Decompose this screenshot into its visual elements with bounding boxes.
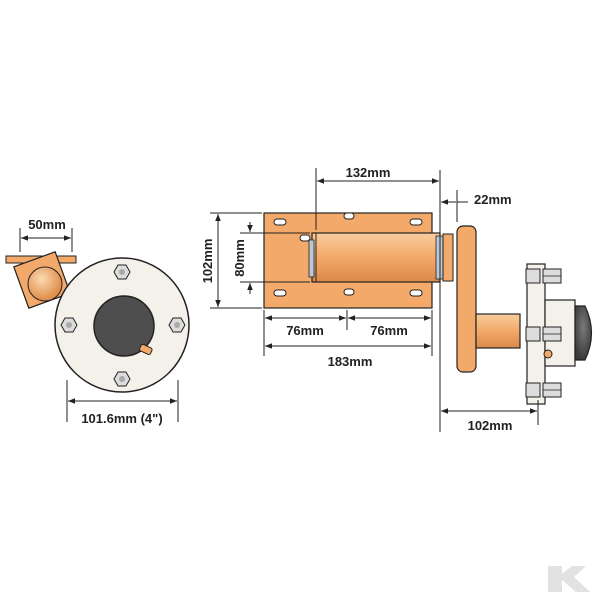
- side-nut: [542, 326, 562, 342]
- mounting-slot: [409, 289, 423, 297]
- mounting-slot: [343, 288, 355, 296]
- side-nut: [542, 268, 562, 284]
- hub-center: [93, 295, 155, 357]
- dim-80-label: 80mm: [232, 239, 247, 277]
- dim-132-label: 132mm: [346, 165, 391, 180]
- dim-102-horizontal-label: 102mm: [468, 418, 513, 433]
- brand-logo: [548, 566, 590, 592]
- grease-nipple: [139, 343, 153, 356]
- front-bracket-ball: [27, 266, 63, 302]
- side-grease-nipple: [543, 349, 553, 359]
- tube-collar: [442, 233, 454, 282]
- mounting-slot: [273, 218, 287, 226]
- side-view: 132mm 22mm 102mm 80mm 76mm 76mm 183mm 10…: [200, 165, 593, 433]
- dust-cap: [574, 305, 593, 361]
- dim-101-label: 101.6mm (4"): [81, 411, 162, 426]
- wheel-nut-left: [60, 317, 78, 333]
- axle-tube: [311, 232, 441, 283]
- mounting-slot: [409, 218, 423, 226]
- front-view: 50mm 101.6mm (4"): [5, 217, 190, 426]
- wheel-nut-right: [168, 317, 186, 333]
- tube-end-ring-left: [308, 239, 315, 278]
- stub-shaft: [475, 313, 521, 349]
- dim-22-label: 22mm: [474, 192, 512, 207]
- mounting-slot: [343, 212, 355, 220]
- side-nut: [525, 382, 541, 398]
- mounting-slot: [273, 289, 287, 297]
- dim-102-vertical-label: 102mm: [200, 239, 215, 284]
- side-nut: [525, 326, 541, 342]
- side-nut: [542, 382, 562, 398]
- side-nut: [525, 268, 541, 284]
- wheel-nut-bottom: [113, 371, 131, 387]
- dim-76b-label: 76mm: [370, 323, 408, 338]
- wheel-nut-top: [113, 264, 131, 280]
- mounting-slot: [299, 234, 311, 242]
- dim-50-label: 50mm: [28, 217, 66, 232]
- dim-76a-label: 76mm: [286, 323, 324, 338]
- stub-arm: [456, 225, 477, 373]
- dim-183-label: 183mm: [328, 354, 373, 369]
